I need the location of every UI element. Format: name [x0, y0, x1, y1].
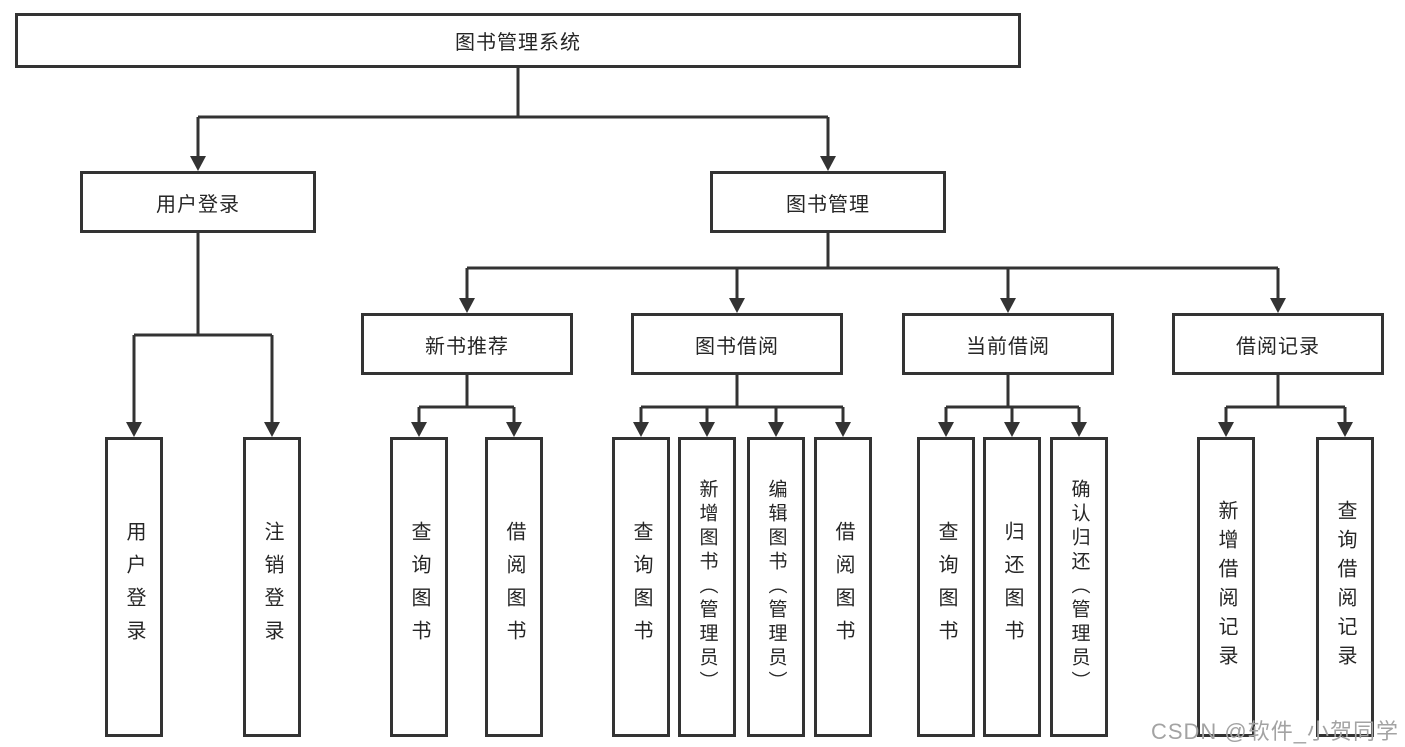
leaf-query-books-current: 查询图书: [917, 437, 975, 737]
csdn-watermark: CSDN @软件_小贺同学: [1150, 719, 1399, 744]
leaf-label: 查询图书: [935, 521, 957, 653]
leaf-confirm-return-admin: 确认归还（管理员）: [1050, 437, 1108, 737]
leaf-add-book-admin: 新增图书（管理员）: [678, 437, 736, 737]
leaf-borrow-books: 借阅图书: [814, 437, 872, 737]
leaf-user-login: 用户登录: [105, 437, 163, 737]
leaf-label: 查询图书: [630, 521, 652, 653]
leaf-return-book: 归还图书: [983, 437, 1041, 737]
node-label: 借阅记录: [1236, 335, 1320, 358]
leaf-label: 用户登录: [123, 521, 145, 653]
node-label: 图书借阅: [695, 335, 779, 358]
leaf-query-books-recommend: 查询图书: [390, 437, 448, 737]
node-book-borrow: 图书借阅: [631, 313, 843, 375]
node-user-login: 用户登录: [80, 171, 316, 233]
node-label: 图书管理: [786, 193, 870, 216]
node-borrow-records: 借阅记录: [1172, 313, 1384, 375]
leaf-query-borrow-record: 查询借阅记录: [1316, 437, 1374, 737]
node-new-book-recommend: 新书推荐: [361, 313, 573, 375]
leaf-label: 查询图书: [408, 521, 430, 653]
leaf-label: 新增图书（管理员）: [696, 479, 718, 695]
leaf-label: 查询借阅记录: [1334, 500, 1356, 674]
node-book-management: 图书管理: [710, 171, 946, 233]
leaf-add-borrow-record: 新增借阅记录: [1197, 437, 1255, 737]
leaf-label: 确认归还（管理员）: [1068, 479, 1090, 695]
node-current-borrow: 当前借阅: [902, 313, 1114, 375]
node-label: 用户登录: [156, 193, 240, 216]
leaf-label: 新增借阅记录: [1215, 500, 1237, 674]
leaf-edit-book-admin: 编辑图书（管理员）: [747, 437, 805, 737]
node-label: 新书推荐: [425, 335, 509, 358]
arrowheads: [126, 156, 1353, 437]
leaf-label: 借阅图书: [832, 521, 854, 653]
leaf-label: 借阅图书: [503, 521, 525, 653]
leaf-label: 注销登录: [261, 521, 283, 653]
node-label: 当前借阅: [966, 335, 1050, 358]
leaf-query-books-borrow: 查询图书: [612, 437, 670, 737]
node-label: 图书管理系统: [455, 32, 581, 54]
leaf-borrow-books-recommend: 借阅图书: [485, 437, 543, 737]
leaf-label: 编辑图书（管理员）: [765, 479, 787, 695]
node-library-system: 图书管理系统: [15, 13, 1021, 68]
leaf-logout-login: 注销登录: [243, 437, 301, 737]
leaf-label: 归还图书: [1001, 521, 1023, 653]
